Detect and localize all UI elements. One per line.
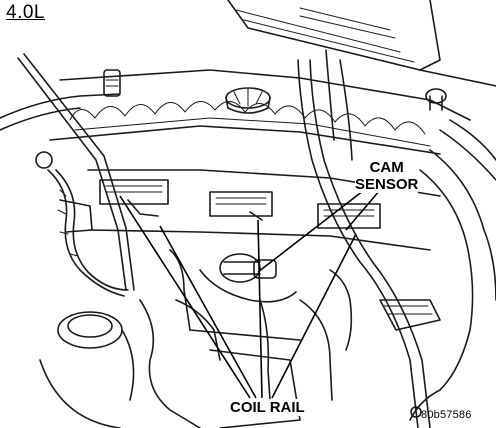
cam-sensor-part (199, 253, 297, 303)
lower-bracket (189, 329, 301, 428)
valve-cover (49, 69, 471, 155)
oil-filler-cap (225, 87, 271, 114)
lower-engine-parts (139, 249, 441, 428)
reservoir-cap (39, 311, 135, 428)
left-mount-bolt (103, 69, 121, 97)
coil-rail-callout: COIL RAIL (230, 399, 305, 416)
wiring-harness-left (35, 151, 129, 297)
right-hose (409, 149, 496, 421)
cam-sensor-label-line2: SENSOR (355, 176, 419, 193)
figure-id: 80b57586 (421, 409, 472, 421)
air-cleaner-housing (227, 0, 496, 87)
right-mount-bolt (425, 88, 447, 111)
vacuum-hoses (0, 49, 496, 428)
coil-rail-leaders (119, 195, 357, 399)
cam-sensor-label-line1: CAM (369, 159, 404, 176)
figure-mark-icon (410, 406, 422, 418)
dipstick-tube (17, 53, 135, 291)
engine-size-label: 4.0L (6, 2, 45, 23)
cam-sensor-callout: CAM SENSOR (355, 159, 419, 193)
cam-sensor-leaders (257, 183, 381, 273)
